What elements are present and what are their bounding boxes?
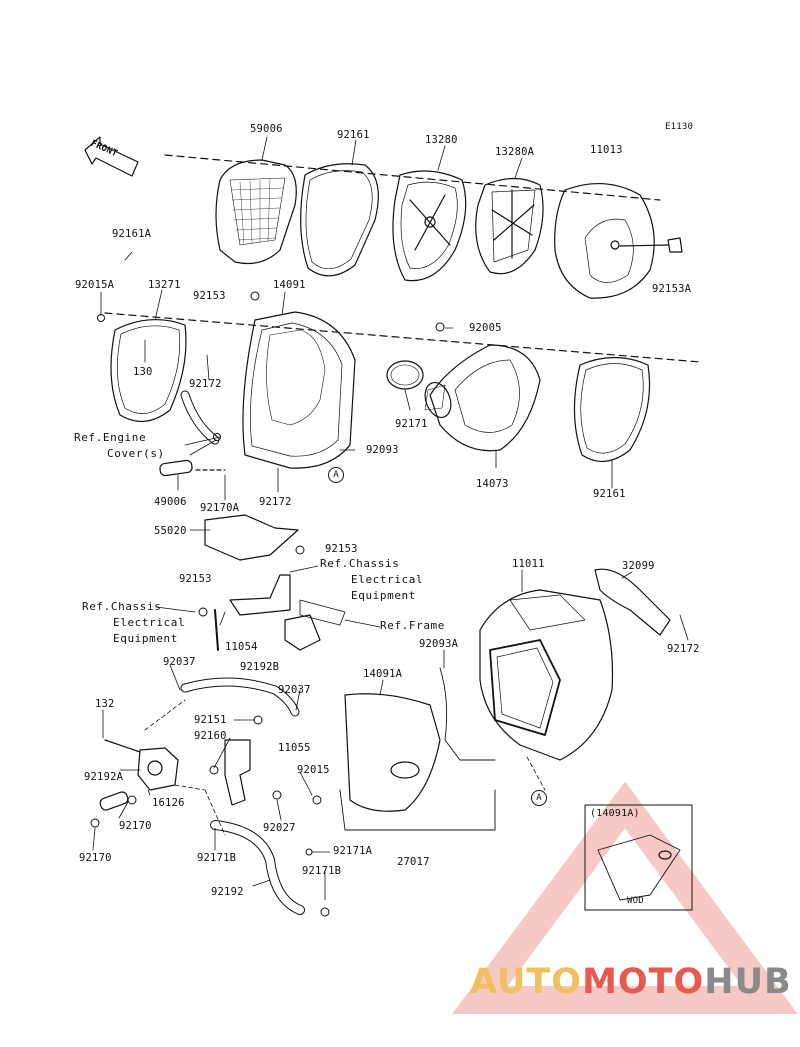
- cover-11013: [554, 182, 683, 299]
- gasket-13271: [110, 318, 187, 422]
- inset-wod-label: WOD: [627, 896, 644, 906]
- part-label: 92170: [119, 820, 152, 832]
- plate-55020: [204, 514, 299, 561]
- part-label: 13280: [425, 134, 458, 146]
- ref-engine-cover-line1: Ref.Engine: [74, 431, 147, 444]
- cover-14091A: [344, 693, 441, 812]
- part-label: 92161: [593, 488, 626, 500]
- leader-lines: [92, 136, 689, 901]
- cover-14091: [242, 311, 356, 469]
- part-label: 27017: [397, 856, 430, 868]
- part-label: 92093A: [419, 638, 459, 650]
- part-label: 92153A: [652, 283, 692, 295]
- part-label: 55020: [154, 525, 187, 537]
- part-label: 92192: [211, 886, 244, 898]
- link-lines: [144, 699, 546, 836]
- part-label: 92170A: [200, 502, 240, 514]
- bracket-line-27017: [339, 789, 496, 831]
- inset-part-label: (14091A): [590, 808, 640, 819]
- part-label: 14091A: [363, 668, 403, 680]
- part-label: 11013: [590, 144, 623, 156]
- gasket-right: [573, 356, 651, 462]
- part-label: 130: [133, 366, 153, 378]
- part-label: 92171A: [333, 845, 373, 857]
- part-label: 59006: [250, 123, 283, 135]
- part-label: 92172: [259, 496, 292, 508]
- hose-49006: [159, 459, 193, 477]
- part-label: 92153: [193, 290, 226, 302]
- diagram-code: E1130: [665, 122, 694, 132]
- mesh-screen-part: [215, 159, 297, 265]
- part-label: 92172: [667, 643, 700, 655]
- frame-13280A: [475, 177, 544, 275]
- bracket-32099: [594, 568, 671, 636]
- clamp-92171: [386, 360, 424, 390]
- bracket-11055: [224, 739, 251, 806]
- part-label: 92093: [366, 444, 399, 456]
- front-arrow-icon: [84, 136, 139, 177]
- ref-engine-cover-line2: Cover(s): [107, 447, 165, 460]
- watermark-text: AUTOMOTOHUB: [470, 962, 792, 1002]
- part-label: 14091: [273, 279, 306, 291]
- callout-a: A: [531, 790, 547, 806]
- ref-chassis-right-line2: Electrical: [351, 573, 424, 586]
- part-label: 92161: [337, 129, 370, 141]
- part-label: 92153: [325, 543, 358, 555]
- part-label: 16126: [152, 797, 185, 809]
- watermark-part-moto: MOTO: [582, 962, 705, 1002]
- part-label: 14073: [476, 478, 509, 490]
- part-label: 92161A: [112, 228, 152, 240]
- ref-frame: Ref.Frame: [380, 619, 446, 632]
- part-label: 13271: [148, 279, 181, 291]
- part-label: 132: [95, 698, 115, 710]
- alignment-line-middle: [104, 312, 701, 363]
- bracket-13280: [392, 170, 467, 282]
- part-label: 92172: [189, 378, 222, 390]
- part-label: 11011: [512, 558, 545, 570]
- part-label: 11055: [278, 742, 311, 754]
- part-label: 32099: [622, 560, 655, 572]
- duct-14073: [424, 344, 541, 452]
- part-label: 92171B: [302, 865, 342, 877]
- part-label: 92171B: [197, 852, 237, 864]
- ref-chassis-right-line3: Equipment: [351, 589, 417, 602]
- part-label: 92037: [278, 684, 311, 696]
- part-label: 11054: [225, 641, 258, 653]
- watermark-part-hub: HUB: [704, 962, 792, 1002]
- part-label: 92171: [395, 418, 428, 430]
- seal-92093A: [439, 667, 496, 761]
- part-label: 92192B: [240, 661, 280, 673]
- alignment-line-top: [164, 154, 661, 201]
- watermark-part-auto: AUTO: [470, 962, 583, 1002]
- ref-chassis-left-line1: Ref.Chassis: [82, 600, 162, 613]
- part-label: 92192A: [84, 771, 124, 783]
- part-label: 92015: [297, 764, 330, 776]
- hose-stub: [99, 791, 129, 811]
- airbox-11011: [479, 589, 614, 761]
- inset-box: [584, 804, 693, 911]
- part-label: 92160: [194, 730, 227, 742]
- ref-chassis-right-line1: Ref.Chassis: [320, 557, 400, 570]
- part-label: 92027: [263, 822, 296, 834]
- part-label: 92153: [179, 573, 212, 585]
- part-label: 49006: [154, 496, 187, 508]
- gasket-top: [300, 163, 379, 277]
- part-label: 13280A: [495, 146, 535, 158]
- part-label: 92015A: [75, 279, 115, 291]
- bracket-11054: [214, 574, 346, 651]
- ref-chassis-left-line3: Equipment: [113, 632, 179, 645]
- part-label: 92037: [163, 656, 196, 668]
- callout-a: A: [328, 467, 344, 483]
- part-label: 92151: [194, 714, 227, 726]
- part-label: 92005: [469, 322, 502, 334]
- part-label: 92170: [79, 852, 112, 864]
- ref-chassis-left-line2: Electrical: [113, 616, 186, 629]
